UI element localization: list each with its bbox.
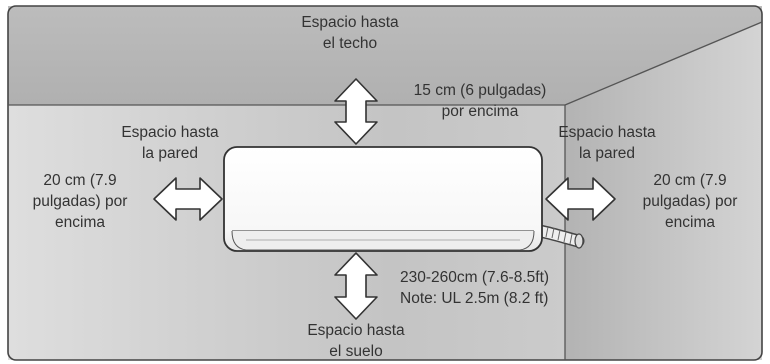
left-wall-surface xyxy=(8,105,220,360)
top-clearance-label: 15 cm (6 pulgadas) por encima xyxy=(413,82,547,120)
left-clearance-arrow-icon xyxy=(153,177,223,221)
floor-clearance-label: 230-260cm (7.6-8.5ft) Note: UL 2.5m (8.2… xyxy=(400,269,550,307)
right-clearance-label: 20 cm (7.9 pulgadas) por encima xyxy=(642,172,738,231)
floor-space-label: Espacio hasta el suelo xyxy=(307,322,405,360)
ceiling-space-label: Espacio hasta el techo xyxy=(301,14,399,52)
right-wall-surface xyxy=(565,22,762,360)
left-clearance-label: 20 cm (7.9 pulgadas) por encima xyxy=(32,172,128,231)
air-conditioner-unit-icon xyxy=(223,146,543,252)
ceiling-surface xyxy=(8,6,762,105)
right-wall-space-label: Espacio hasta la pared xyxy=(558,124,656,162)
left-wall-space-label: Espacio hasta la pared xyxy=(121,124,219,162)
floor-clearance-arrow-icon xyxy=(334,252,378,320)
top-clearance-arrow-icon xyxy=(334,78,378,145)
right-clearance-arrow-icon xyxy=(545,177,616,221)
